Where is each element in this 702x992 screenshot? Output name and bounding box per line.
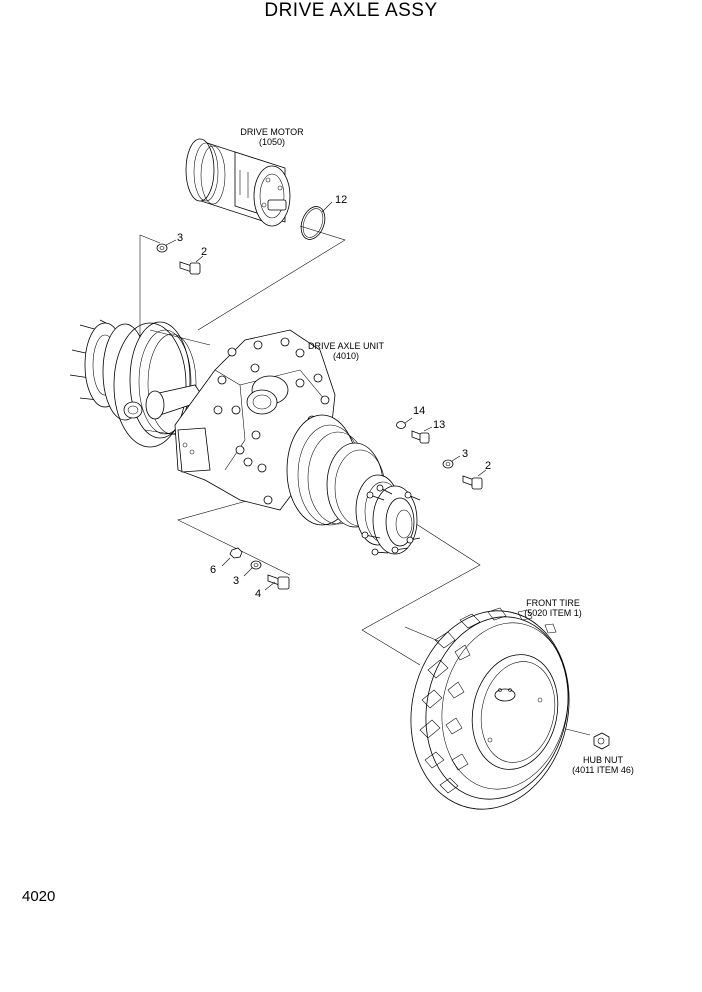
callout-labels: DRIVE MOTOR (1050) DRIVE AXLE UNIT (4010… <box>177 127 634 775</box>
item-number-4: 4 <box>255 588 261 600</box>
item-number-3-right: 3 <box>462 448 468 460</box>
lower-nut-washer-bolt <box>221 547 290 591</box>
hub-nut-label: HUB NUT <box>583 755 624 765</box>
tire-tread <box>419 607 557 794</box>
upper-washer-and-bolt <box>156 239 204 275</box>
front-tire-label: FRONT TIRE <box>526 598 580 608</box>
item-number-2-right: 2 <box>485 460 491 472</box>
right-washer-and-bolt <box>442 455 487 490</box>
page-title: DRIVE AXLE ASSY <box>264 0 438 21</box>
o-ring <box>300 201 333 240</box>
drive-motor-ref: (1050) <box>259 137 285 147</box>
item-number-13: 13 <box>433 419 445 431</box>
page-number: 4020 <box>22 888 56 905</box>
drive-axle-unit-ref: (4010) <box>333 351 359 361</box>
drive-axle-unit-label: DRIVE AXLE UNIT <box>308 341 385 351</box>
item-number-12: 12 <box>335 194 347 206</box>
housing-bolts <box>213 337 330 505</box>
drive-axle-unit <box>69 319 421 556</box>
drive-motor-label: DRIVE MOTOR <box>240 127 304 137</box>
item-number-2-upper: 2 <box>201 246 207 258</box>
front-tire <box>410 607 570 810</box>
item-number-14: 14 <box>413 405 425 417</box>
washer-14-and-bolt-13 <box>396 417 433 444</box>
right-hub-studs <box>361 484 421 556</box>
hub-nut <box>593 732 610 750</box>
assembly-guide-lines <box>139 225 591 736</box>
item-number-3-lower: 3 <box>233 575 239 587</box>
hub-nut-ref: (4011 ITEM 46) <box>572 765 634 775</box>
front-tire-ref: (5020 ITEM 1) <box>524 608 582 618</box>
item-number-6: 6 <box>210 564 216 576</box>
drive-motor <box>185 138 291 227</box>
item-number-3-upper: 3 <box>177 232 183 244</box>
